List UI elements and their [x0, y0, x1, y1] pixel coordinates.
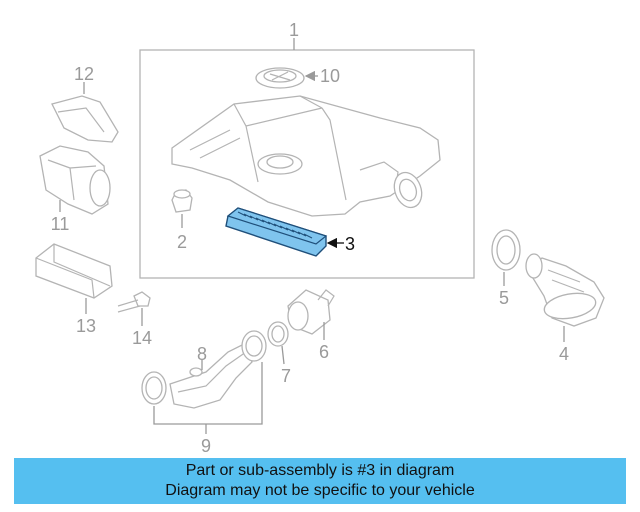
- part-11-air-box: [39, 145, 111, 215]
- part-9-clamps: [141, 330, 267, 434]
- label-1: 1: [289, 20, 299, 40]
- label-5: 5: [499, 288, 509, 308]
- info-banner: Part or sub-assembly is #3 in diagram Di…: [14, 458, 626, 504]
- label-4: 4: [559, 344, 569, 364]
- label-10: 10: [320, 66, 340, 86]
- banner-line-1: Part or sub-assembly is #3 in diagram: [185, 462, 455, 479]
- part-5-clamp: [491, 229, 521, 286]
- label-8: 8: [197, 344, 207, 364]
- parts-diagram: 1 2 3 4 5 6 7 8 9 10 11 12 13 14: [35, 20, 605, 456]
- part-2-grommet: [171, 189, 193, 228]
- label-3[interactable]: 3: [345, 234, 355, 254]
- part-12-cover: [51, 82, 119, 143]
- part-10-oil-cap: [255, 67, 318, 89]
- label-11: 11: [51, 214, 70, 234]
- label-13: 13: [76, 316, 96, 336]
- part-6-sensor: [287, 289, 335, 340]
- part-3-air-filter[interactable]: [225, 207, 344, 257]
- label-7: 7: [281, 366, 291, 386]
- label-9: 9: [201, 436, 211, 456]
- part-14-bolt: [117, 291, 151, 326]
- part-7-seal: [267, 321, 289, 365]
- part-4-elbow-hose: [525, 253, 605, 342]
- part-8-intake-hose: [169, 343, 253, 409]
- label-6: 6: [319, 342, 329, 362]
- label-14: 14: [132, 328, 152, 348]
- engine-cover-assembly-box: [139, 38, 475, 279]
- engine-cover: [171, 95, 441, 217]
- part-13-air-duct: [35, 243, 113, 314]
- label-2: 2: [177, 232, 187, 252]
- label-12: 12: [74, 64, 94, 84]
- banner-line-2: Diagram may not be specific to your vehi…: [165, 482, 475, 499]
